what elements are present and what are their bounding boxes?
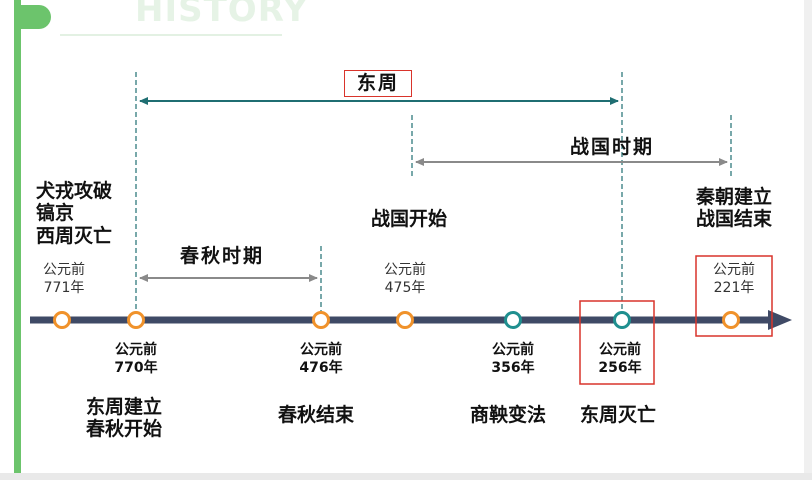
right-edge-strip — [804, 0, 812, 480]
event-356: 商鞅变法 — [470, 404, 547, 426]
node-476 — [312, 311, 330, 329]
era-label-warring-states: 战国时期 — [570, 136, 655, 158]
title-underline — [60, 34, 282, 36]
era-label-east-zhou: 东周 — [344, 70, 413, 98]
bottom-edge-strip — [0, 473, 812, 480]
highlight-box-221 — [695, 255, 773, 337]
event-476: 春秋结束 — [278, 404, 355, 426]
event-771: 犬戎攻破 镐京 西周灭亡 — [36, 180, 113, 247]
event-475: 战国开始 — [371, 208, 448, 230]
era-label-spring-autumn: 春秋时期 — [180, 245, 265, 267]
date-770: 公元前 770年 — [114, 342, 158, 376]
node-256 — [613, 311, 631, 329]
date-221: 公元前 221年 — [713, 262, 755, 296]
event-256: 东周灭亡 — [580, 404, 657, 426]
date-356: 公元前 356年 — [491, 342, 535, 376]
node-475 — [396, 311, 414, 329]
page-title: HISTORY — [135, 0, 309, 30]
node-356 — [504, 311, 522, 329]
left-accent-bar — [14, 0, 21, 480]
date-771: 公元前 771年 — [43, 262, 85, 296]
node-221 — [722, 311, 740, 329]
date-475: 公元前 475年 — [384, 262, 426, 296]
event-221: 秦朝建立 战国结束 — [696, 186, 773, 231]
event-770: 东周建立 春秋开始 — [86, 396, 163, 441]
date-476: 公元前 476年 — [299, 342, 343, 376]
green-tab — [21, 5, 51, 29]
timeline-axis-arrowhead — [768, 310, 792, 330]
highlight-box-256 — [579, 300, 655, 385]
node-771 — [53, 311, 71, 329]
date-256: 公元前 256年 — [598, 342, 642, 376]
node-770 — [127, 311, 145, 329]
